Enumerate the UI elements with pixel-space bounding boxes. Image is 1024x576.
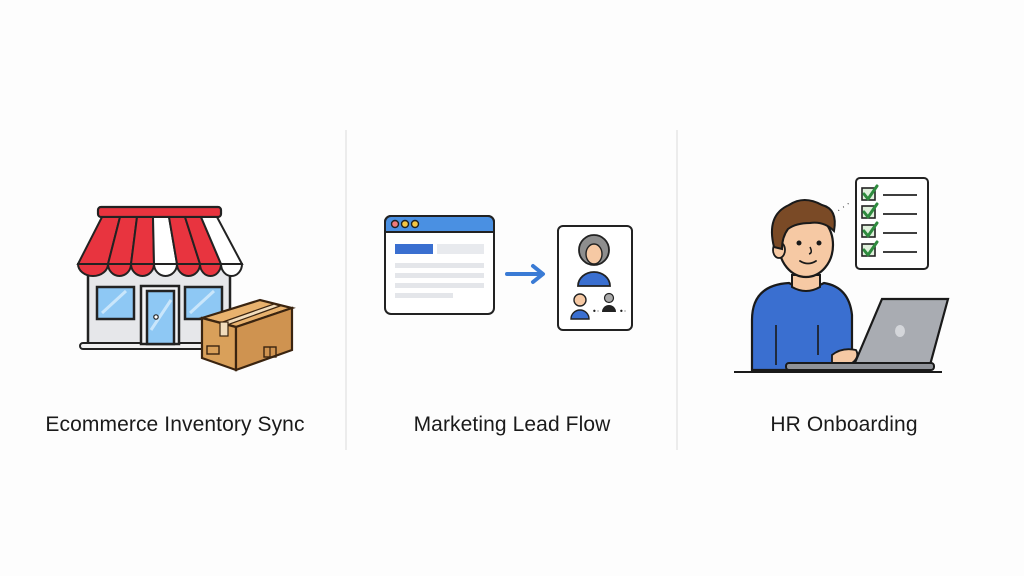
shipping-box-icon	[198, 298, 296, 372]
contact-card-icon: •· •·	[557, 225, 633, 331]
lead-flow-illustration: •· •·	[383, 214, 638, 334]
svg-text:•·: •·	[619, 307, 626, 316]
onboarding-illustration: · · ·	[734, 175, 954, 375]
svg-text:· · ·: · · ·	[835, 200, 852, 216]
caption-ecommerce: Ecommerce Inventory Sync	[45, 413, 305, 436]
browser-window-icon	[384, 215, 495, 315]
awning-icon	[76, 205, 244, 277]
storefront-illustration	[74, 200, 304, 375]
divider-right	[676, 130, 678, 450]
storefront-icon	[76, 205, 296, 372]
divider-left	[345, 130, 347, 450]
person-icon	[750, 199, 859, 372]
checklist-icon: · · ·	[835, 177, 929, 270]
laptop-icon	[734, 297, 950, 373]
arrow-right-icon	[505, 264, 545, 284]
caption-marketing: Marketing Lead Flow	[413, 413, 611, 436]
svg-text:•·: •·	[592, 307, 599, 316]
caption-hr: HR Onboarding	[770, 413, 918, 436]
